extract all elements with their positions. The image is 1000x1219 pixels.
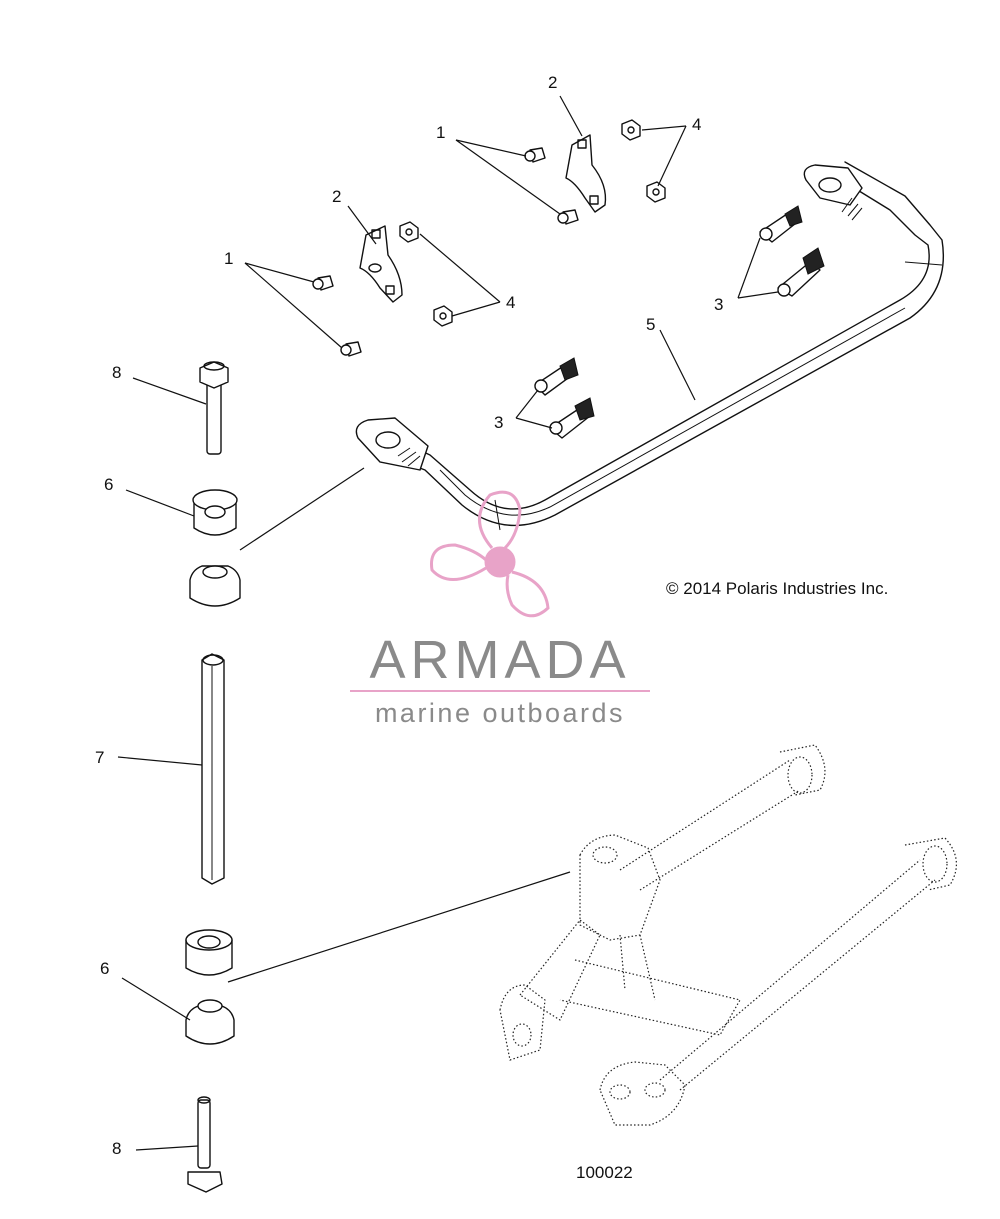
bushing-3-upper-right [759,205,825,297]
callout-8-bottom: 8 [112,1139,121,1158]
spacer-tube-7 [201,653,225,885]
callout-1-upper: 1 [436,123,445,142]
callout-2-upper: 2 [548,73,557,92]
propeller-logo-icon [429,490,550,618]
callout-3-lower: 3 [494,413,503,432]
bushing-6-bottom [185,929,235,1045]
trailing-arm-assembly [499,744,957,1126]
diagram-reference-number: 100022 [576,1163,633,1182]
stabilizer-bar [355,161,944,531]
callout-labels: 1 2 4 1 2 4 3 3 5 8 6 7 6 8 [95,73,723,1158]
brand-tagline: marine outboards [375,698,625,728]
callout-3-upper: 3 [714,295,723,314]
callout-4-upper: 4 [692,115,701,134]
clamp-bracket-lower [359,225,403,303]
nut-4-group [399,119,666,327]
clamp-bracket-upper [565,134,607,213]
brand-divider [350,690,650,692]
bolt-8-top [199,361,229,455]
bushing-6-top [189,489,241,607]
callout-4-lower: 4 [506,293,515,312]
armada-watermark: ARMADA marine outboards [350,490,650,728]
callout-2-lower: 2 [332,187,341,206]
bolt-1-group [312,147,579,357]
callout-7: 7 [95,748,104,767]
bolt-8-bottom [187,1096,223,1193]
callout-6-top: 6 [104,475,113,494]
callout-5: 5 [646,315,655,334]
callout-8-top: 8 [112,363,121,382]
leader-lines [117,95,779,1151]
copyright-notice: © 2014 Polaris Industries Inc. [666,579,888,598]
brand-wordmark: ARMADA [369,630,630,690]
bushing-3-lower [534,357,595,439]
callout-1-lower: 1 [224,249,233,268]
callout-6-bottom: 6 [100,959,109,978]
